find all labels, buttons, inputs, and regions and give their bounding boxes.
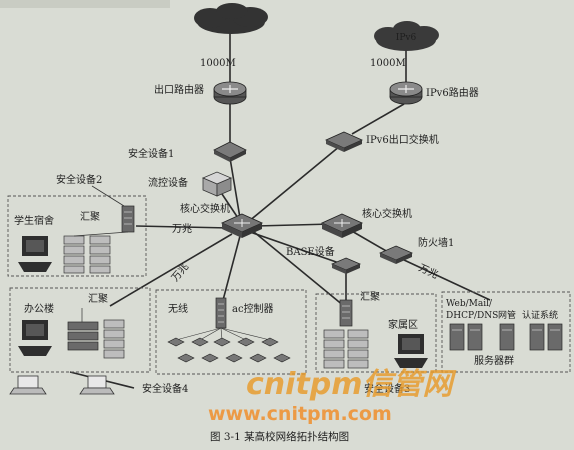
office-agg-switch-icon <box>67 321 99 351</box>
links <box>69 32 491 389</box>
security-device-1-label: 安全设备1 <box>128 147 174 160</box>
server-dhcp-dns-label: DHCP/DNS <box>446 311 498 321</box>
link-ipv6switch-core <box>247 145 341 223</box>
office-server-stack-icon <box>103 319 125 359</box>
link-core-dorm <box>135 225 231 229</box>
security-device-2-label: 安全设备2 <box>56 173 102 186</box>
office-label: 办公楼 <box>24 302 54 315</box>
ac-controller-icon <box>215 297 227 329</box>
bandwidth-label-left: 1000M <box>200 58 236 69</box>
flow-control-label: 流控设备 <box>148 176 188 189</box>
exit-router-icon <box>213 81 247 105</box>
figure-caption: 图 3-1 某高校网络拓扑结构图 <box>210 430 349 443</box>
link-core2-firewall <box>349 229 389 253</box>
laptop-icon-1 <box>9 375 47 395</box>
server-auth-label: 认证系统 <box>522 309 558 321</box>
family-area-label: 家属区 <box>388 318 418 331</box>
server-nm-label: 网管 <box>498 309 516 321</box>
core-switch-1-label: 核心交换机 <box>180 202 230 215</box>
laptop-icon-2 <box>79 375 115 395</box>
bandwidth-label-right: 1000M <box>370 58 406 69</box>
security-device-3-label: 安全设备3 <box>364 382 410 395</box>
flow-control-icon <box>201 171 233 197</box>
link-security1-core <box>229 157 241 219</box>
core-switch-1-icon <box>220 213 264 238</box>
server-rack-icons <box>449 323 563 351</box>
server-group-label: 服务器群 <box>474 354 514 367</box>
family-pc-icon <box>394 334 428 368</box>
core-switch-2-label: 核心交换机 <box>362 207 412 220</box>
internet-cloud-icon <box>194 3 268 34</box>
ipv6-router-label: IPv6路由器 <box>426 86 479 99</box>
link-core-base <box>249 231 343 265</box>
wireless-label: 无线 <box>168 302 188 315</box>
wanzhao-label-dorm: 万兆 <box>172 223 192 235</box>
dorm-pc-icon <box>18 236 52 272</box>
security-2-pointer <box>91 185 125 207</box>
exit-router-label: 出口路由器 <box>154 83 204 96</box>
ac-controller-label: ac控制器 <box>232 302 274 315</box>
family-server-stack-icon <box>323 329 369 369</box>
security-device-1-icon <box>213 141 247 162</box>
ipv6-router-icon <box>389 81 423 105</box>
security-device-4-label: 安全设备4 <box>142 382 188 395</box>
base-device-label: BASE设备 <box>286 245 335 258</box>
ipv6-exit-switch-icon <box>325 131 363 152</box>
link-core-ac <box>221 235 241 305</box>
dorm-agg-switch-icon <box>121 205 135 233</box>
dorm-internal-link <box>73 231 129 237</box>
ipv6-cloud-label: IPv6 <box>396 33 417 43</box>
family-area-box <box>315 293 437 373</box>
link-core-office <box>109 233 233 307</box>
watermark-url: www.cnitpm.com <box>208 403 392 425</box>
link-core-core2 <box>255 223 333 227</box>
core-switch-2-icon <box>320 213 364 238</box>
firewall-1-icon <box>379 245 413 264</box>
dorm-server-stack-icon <box>63 235 111 274</box>
office-agg-label: 汇聚 <box>88 292 108 305</box>
ipv6-cloud-icon <box>374 21 439 51</box>
link-ipv6router-switch <box>351 103 405 135</box>
firewall-1-label: 防火墙1 <box>418 236 454 249</box>
family-agg-label: 汇聚 <box>360 290 380 303</box>
dorm-area-box <box>7 195 147 277</box>
wireless-area-box <box>155 289 307 375</box>
watermark-brand: cnitpm信管网 <box>246 367 456 402</box>
dorm-label: 学生宿舍 <box>14 214 54 227</box>
office-area-box <box>9 287 151 373</box>
ipv6-exit-switch-label: IPv6出口交换机 <box>366 133 439 146</box>
office-pc-icon <box>18 320 52 356</box>
access-point-icons <box>167 327 291 363</box>
link-firewall-servers <box>403 259 491 301</box>
base-device-icon <box>330 257 362 274</box>
server-group-box <box>441 291 571 373</box>
server-web-mail-label: Web/Mail/ <box>446 299 493 309</box>
family-agg-switch-icon <box>339 299 353 327</box>
dorm-agg-label: 汇聚 <box>80 210 100 223</box>
